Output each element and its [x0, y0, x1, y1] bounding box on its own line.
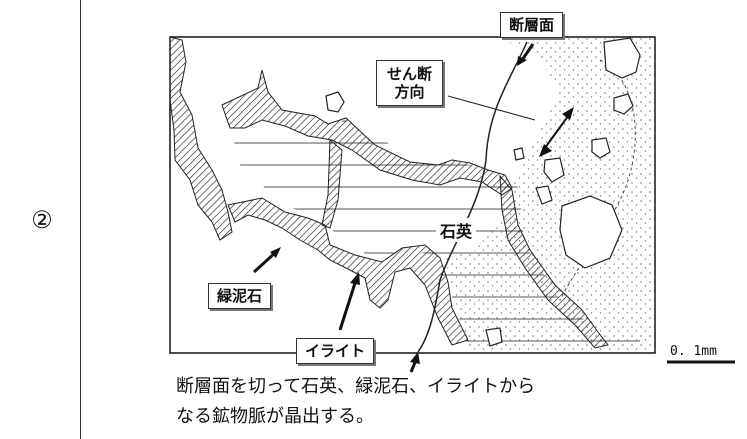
grain	[613, 93, 634, 115]
vein-lower	[227, 197, 469, 346]
grain	[603, 37, 641, 79]
chlorite-label: 緑泥石	[208, 283, 272, 309]
shear-direction-label: せん断 方向	[376, 60, 444, 106]
grain	[485, 327, 503, 347]
shear-leader-line	[447, 95, 536, 121]
grain	[325, 91, 345, 113]
shear-arrow-head-down	[539, 144, 552, 157]
chlorite-arrow-head	[270, 247, 281, 258]
caption-line1: 断層面を切って石英、緑泥石、イライトから	[176, 376, 536, 397]
illite-label: イライト	[296, 338, 375, 364]
grain	[591, 137, 611, 159]
lower-fault-arrow-head	[410, 352, 420, 364]
illite-arrow	[338, 279, 358, 331]
shear-direction-line2: 方向	[394, 83, 425, 101]
fault-plane-label: 断層面	[500, 12, 564, 38]
shear-arrow	[541, 111, 572, 153]
fault-plane-line	[417, 41, 528, 353]
vein-upper	[221, 69, 513, 196]
chlorite-arrow	[252, 250, 278, 274]
fault-zone-boundary	[559, 59, 636, 301]
caption: 断層面を切って石英、緑泥石、イライトから なる鉱物脈が晶出する。	[176, 372, 716, 432]
row-number: ②	[31, 206, 53, 234]
vein-connector	[321, 138, 343, 229]
grain	[535, 185, 553, 205]
quartz-label: 石英	[436, 218, 477, 242]
scale-label: 0. 1mm	[670, 344, 717, 359]
shear-direction-line1: せん断	[387, 65, 433, 83]
caption-line2: なる鉱物脈が晶出する。	[176, 406, 374, 427]
illite-arrow-head	[350, 272, 360, 285]
fault-plane-arrow-head	[517, 56, 527, 66]
grain	[543, 157, 565, 183]
shear-arrow-head-up	[562, 107, 574, 120]
vein-right-down	[499, 174, 609, 349]
grain	[559, 195, 623, 269]
grain	[513, 147, 525, 161]
vein-left-edge	[169, 36, 233, 241]
fault-plane-arrow	[520, 43, 535, 61]
table-divider	[80, 0, 81, 439]
